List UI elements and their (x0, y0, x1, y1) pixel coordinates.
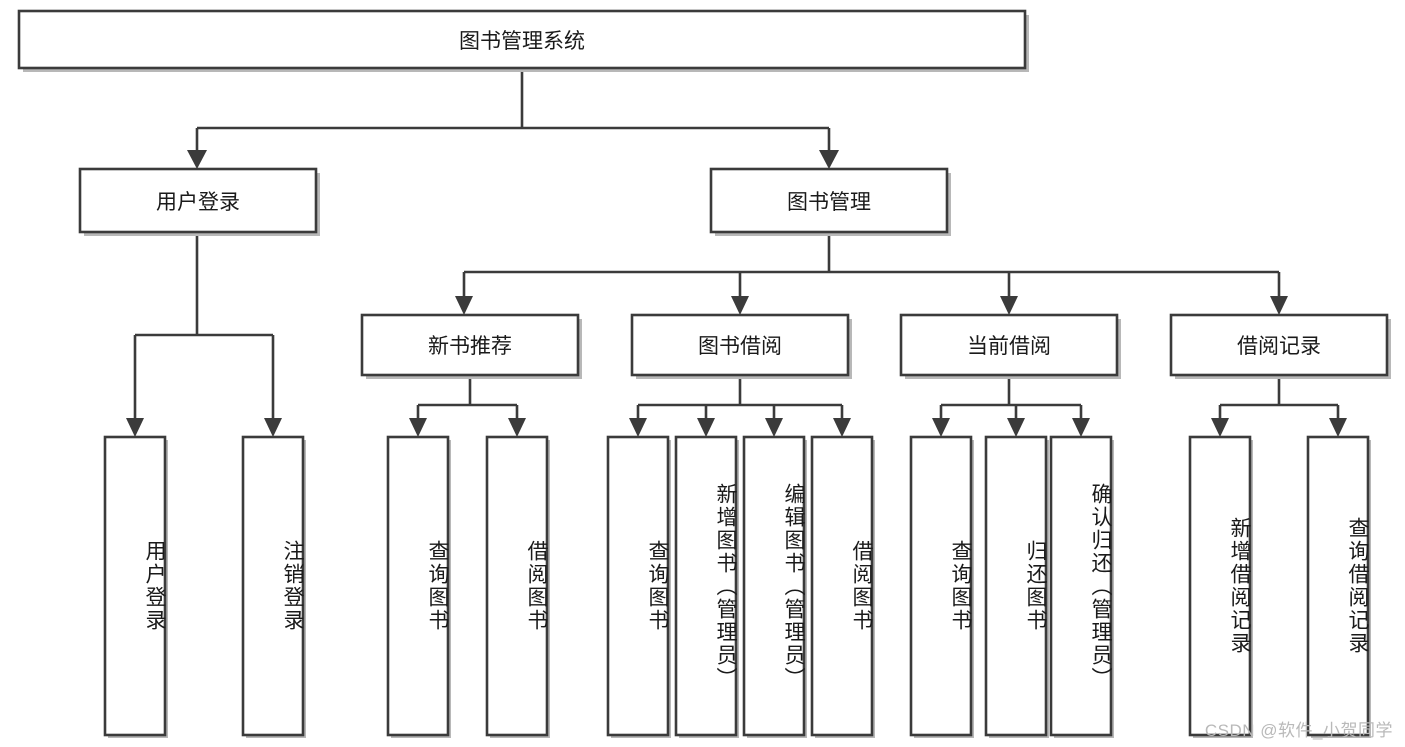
arrow-head-leaf-borrow-book-1 (508, 418, 526, 437)
csdn-watermark: CSDN @软件_小贺同学 (1204, 721, 1393, 740)
node-leaf-logout-rect (241, 435, 305, 737)
node-leaf-confirm-return[interactable] (1049, 435, 1114, 738)
connector-group-user-login (126, 232, 282, 437)
arrow-head-leaf-user-login (126, 418, 144, 437)
arrow-head-current-borrow (1000, 296, 1018, 315)
arrow-head-leaf-edit-book (765, 418, 783, 437)
node-leaf-add-borrow-record-rect (1188, 435, 1252, 737)
arrow-head-new-book-recommend (455, 296, 473, 315)
arrow-head-leaf-query-book-2 (629, 418, 647, 437)
node-book-management-rect (709, 167, 949, 234)
connector-group-book-management (455, 232, 1288, 315)
node-leaf-borrow-book-2-rect (810, 435, 874, 737)
arrow-head-book-management (819, 150, 839, 169)
node-book-borrow[interactable] (630, 313, 852, 379)
arrow-head-leaf-add-borrow-record (1211, 418, 1229, 437)
arrow-head-book-borrow (731, 296, 749, 315)
node-new-book-recommend-rect (360, 313, 580, 377)
connector-group-root (187, 68, 839, 169)
node-leaf-confirm-return-rect (1049, 435, 1113, 737)
node-user-login-rect (78, 167, 318, 234)
node-leaf-edit-book[interactable] (742, 435, 807, 738)
node-leaf-query-book-1-rect (386, 435, 450, 737)
node-current-borrow-rect (899, 313, 1119, 377)
node-root[interactable] (17, 9, 1029, 72)
node-book-management[interactable] (709, 167, 951, 236)
node-leaf-query-book-3[interactable] (909, 435, 974, 738)
node-leaf-logout[interactable] (241, 435, 306, 738)
node-borrow-record[interactable] (1169, 313, 1391, 379)
connector-group-book-borrow (629, 375, 851, 437)
node-current-borrow[interactable] (899, 313, 1121, 379)
node-user-login[interactable] (78, 167, 320, 236)
connector-group-borrow-record (1211, 375, 1347, 437)
node-leaf-borrow-book-2[interactable] (810, 435, 875, 738)
node-book-borrow-rect (630, 313, 850, 377)
node-leaf-query-book-2-rect (606, 435, 670, 737)
node-leaf-return-book[interactable] (984, 435, 1049, 738)
arrow-head-leaf-add-book (697, 418, 715, 437)
node-leaf-add-book-rect (674, 435, 738, 737)
node-leaf-add-borrow-record[interactable] (1188, 435, 1253, 738)
arrow-head-borrow-record (1270, 296, 1288, 315)
arrow-head-user-login (187, 150, 207, 169)
arrow-head-leaf-confirm-return (1072, 418, 1090, 437)
connector-group-new-book-recommend (409, 375, 526, 437)
node-leaf-add-book[interactable] (674, 435, 739, 738)
node-leaf-query-borrow-record-rect (1306, 435, 1370, 737)
arrow-head-leaf-query-book-3 (932, 418, 950, 437)
node-leaf-borrow-book-1[interactable] (485, 435, 550, 738)
node-leaf-query-borrow-record[interactable] (1306, 435, 1371, 738)
node-root-rect (17, 9, 1027, 70)
arrow-head-leaf-logout (264, 418, 282, 437)
node-leaf-user-login[interactable] (103, 435, 168, 738)
node-new-book-recommend[interactable] (360, 313, 582, 379)
node-leaf-user-login-rect (103, 435, 167, 737)
arrow-head-leaf-query-borrow-record (1329, 418, 1347, 437)
node-leaf-edit-book-rect (742, 435, 806, 737)
node-borrow-record-rect (1169, 313, 1389, 377)
connector-group-current-borrow (932, 375, 1090, 437)
node-leaf-query-book-3-rect (909, 435, 973, 737)
node-leaf-borrow-book-1-rect (485, 435, 549, 737)
arrow-head-leaf-return-book (1007, 418, 1025, 437)
arrow-head-leaf-borrow-book-2 (833, 418, 851, 437)
node-leaf-query-book-1[interactable] (386, 435, 451, 738)
arrow-head-leaf-query-book-1 (409, 418, 427, 437)
node-leaf-query-book-2[interactable] (606, 435, 671, 738)
node-leaf-return-book-rect (984, 435, 1048, 737)
